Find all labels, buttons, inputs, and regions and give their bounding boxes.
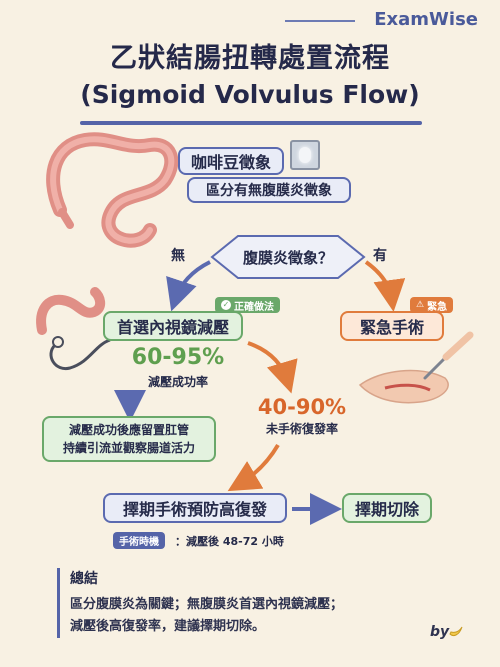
branch-yes-label: 有 [373,248,387,264]
summary-section: 總結 區分腹膜炎為關鍵；無腹膜炎首選內視鏡減壓； 減壓後高復發率，建議擇期切除。 [57,568,462,638]
endoscopic-decompression-box: 首選內視鏡減壓 [103,311,243,341]
byline: by [430,624,450,640]
endoscope-illustration [36,287,111,371]
elective-surgery-box: 擇期手術預防高復發 [103,493,287,523]
title-underline [80,121,422,125]
after-success-line-2: 持續引流並觀察腸道活力 [62,441,195,455]
surgery-illustration [358,331,474,404]
brand-line [285,20,355,22]
brand-logo: ExamWise [374,9,478,30]
after-success-line-1: 減壓成功後應留置肛管 [68,423,189,437]
decision-diamond [210,235,366,279]
summary-line-1: 區分腹膜炎為關鍵；無腹膜炎首選內視鏡減壓； [70,597,344,612]
colon-illustration [46,132,179,248]
urgent-tag-label: 緊急 [427,301,448,313]
xray-icon [290,140,320,170]
emergency-surgery-box: 緊急手術 [340,311,444,341]
surgery-timing-text: ：減壓後 48-72 小時 [175,535,284,548]
check-icon: ✓ [221,300,231,310]
arrow-to-emergency [364,260,406,312]
arrow-to-success-box [114,389,147,422]
banana-icon [449,626,463,636]
correct-tag-label: 正確做法 [234,301,274,313]
coffee-bean-sign-box: 咖啡豆徵象 [178,147,284,175]
arrow-to-elective [227,443,280,492]
surgery-timing-tag: 手術時機 [113,532,165,549]
success-rate-label: 減壓成功率 [147,375,208,389]
summary-title: 總結 [70,571,98,587]
summary-line-2: 減壓後高復發率，建議擇期切除。 [70,619,266,634]
success-rate-value: 60-95% [131,345,225,370]
elective-resection-box: 擇期切除 [342,493,432,523]
branch-no-label: 無 [171,248,185,264]
arrow-to-recurrence [247,341,298,394]
warning-icon: ⚠ [416,300,425,310]
page-subtitle: (Sigmoid Volvulus Flow) [80,80,420,109]
peritonitis-sign-box: 區分有無腹膜炎徵象 [187,177,351,203]
page-title: 乙狀結腸扭轉處置流程 [110,43,390,74]
recurrence-rate-label: 未手術復發率 [265,422,338,436]
decision-label: 腹膜炎徵象？ [242,248,333,267]
after-success-box: 減壓成功後應留置肛管 持續引流並觀察腸道活力 [42,416,216,462]
recurrence-rate-value: 40-90% [257,395,347,419]
correct-approach-tag: ✓ 正確做法 [215,297,280,313]
arrow-to-endoscopic [166,260,211,312]
urgent-tag: ⚠ 緊急 [410,297,454,313]
